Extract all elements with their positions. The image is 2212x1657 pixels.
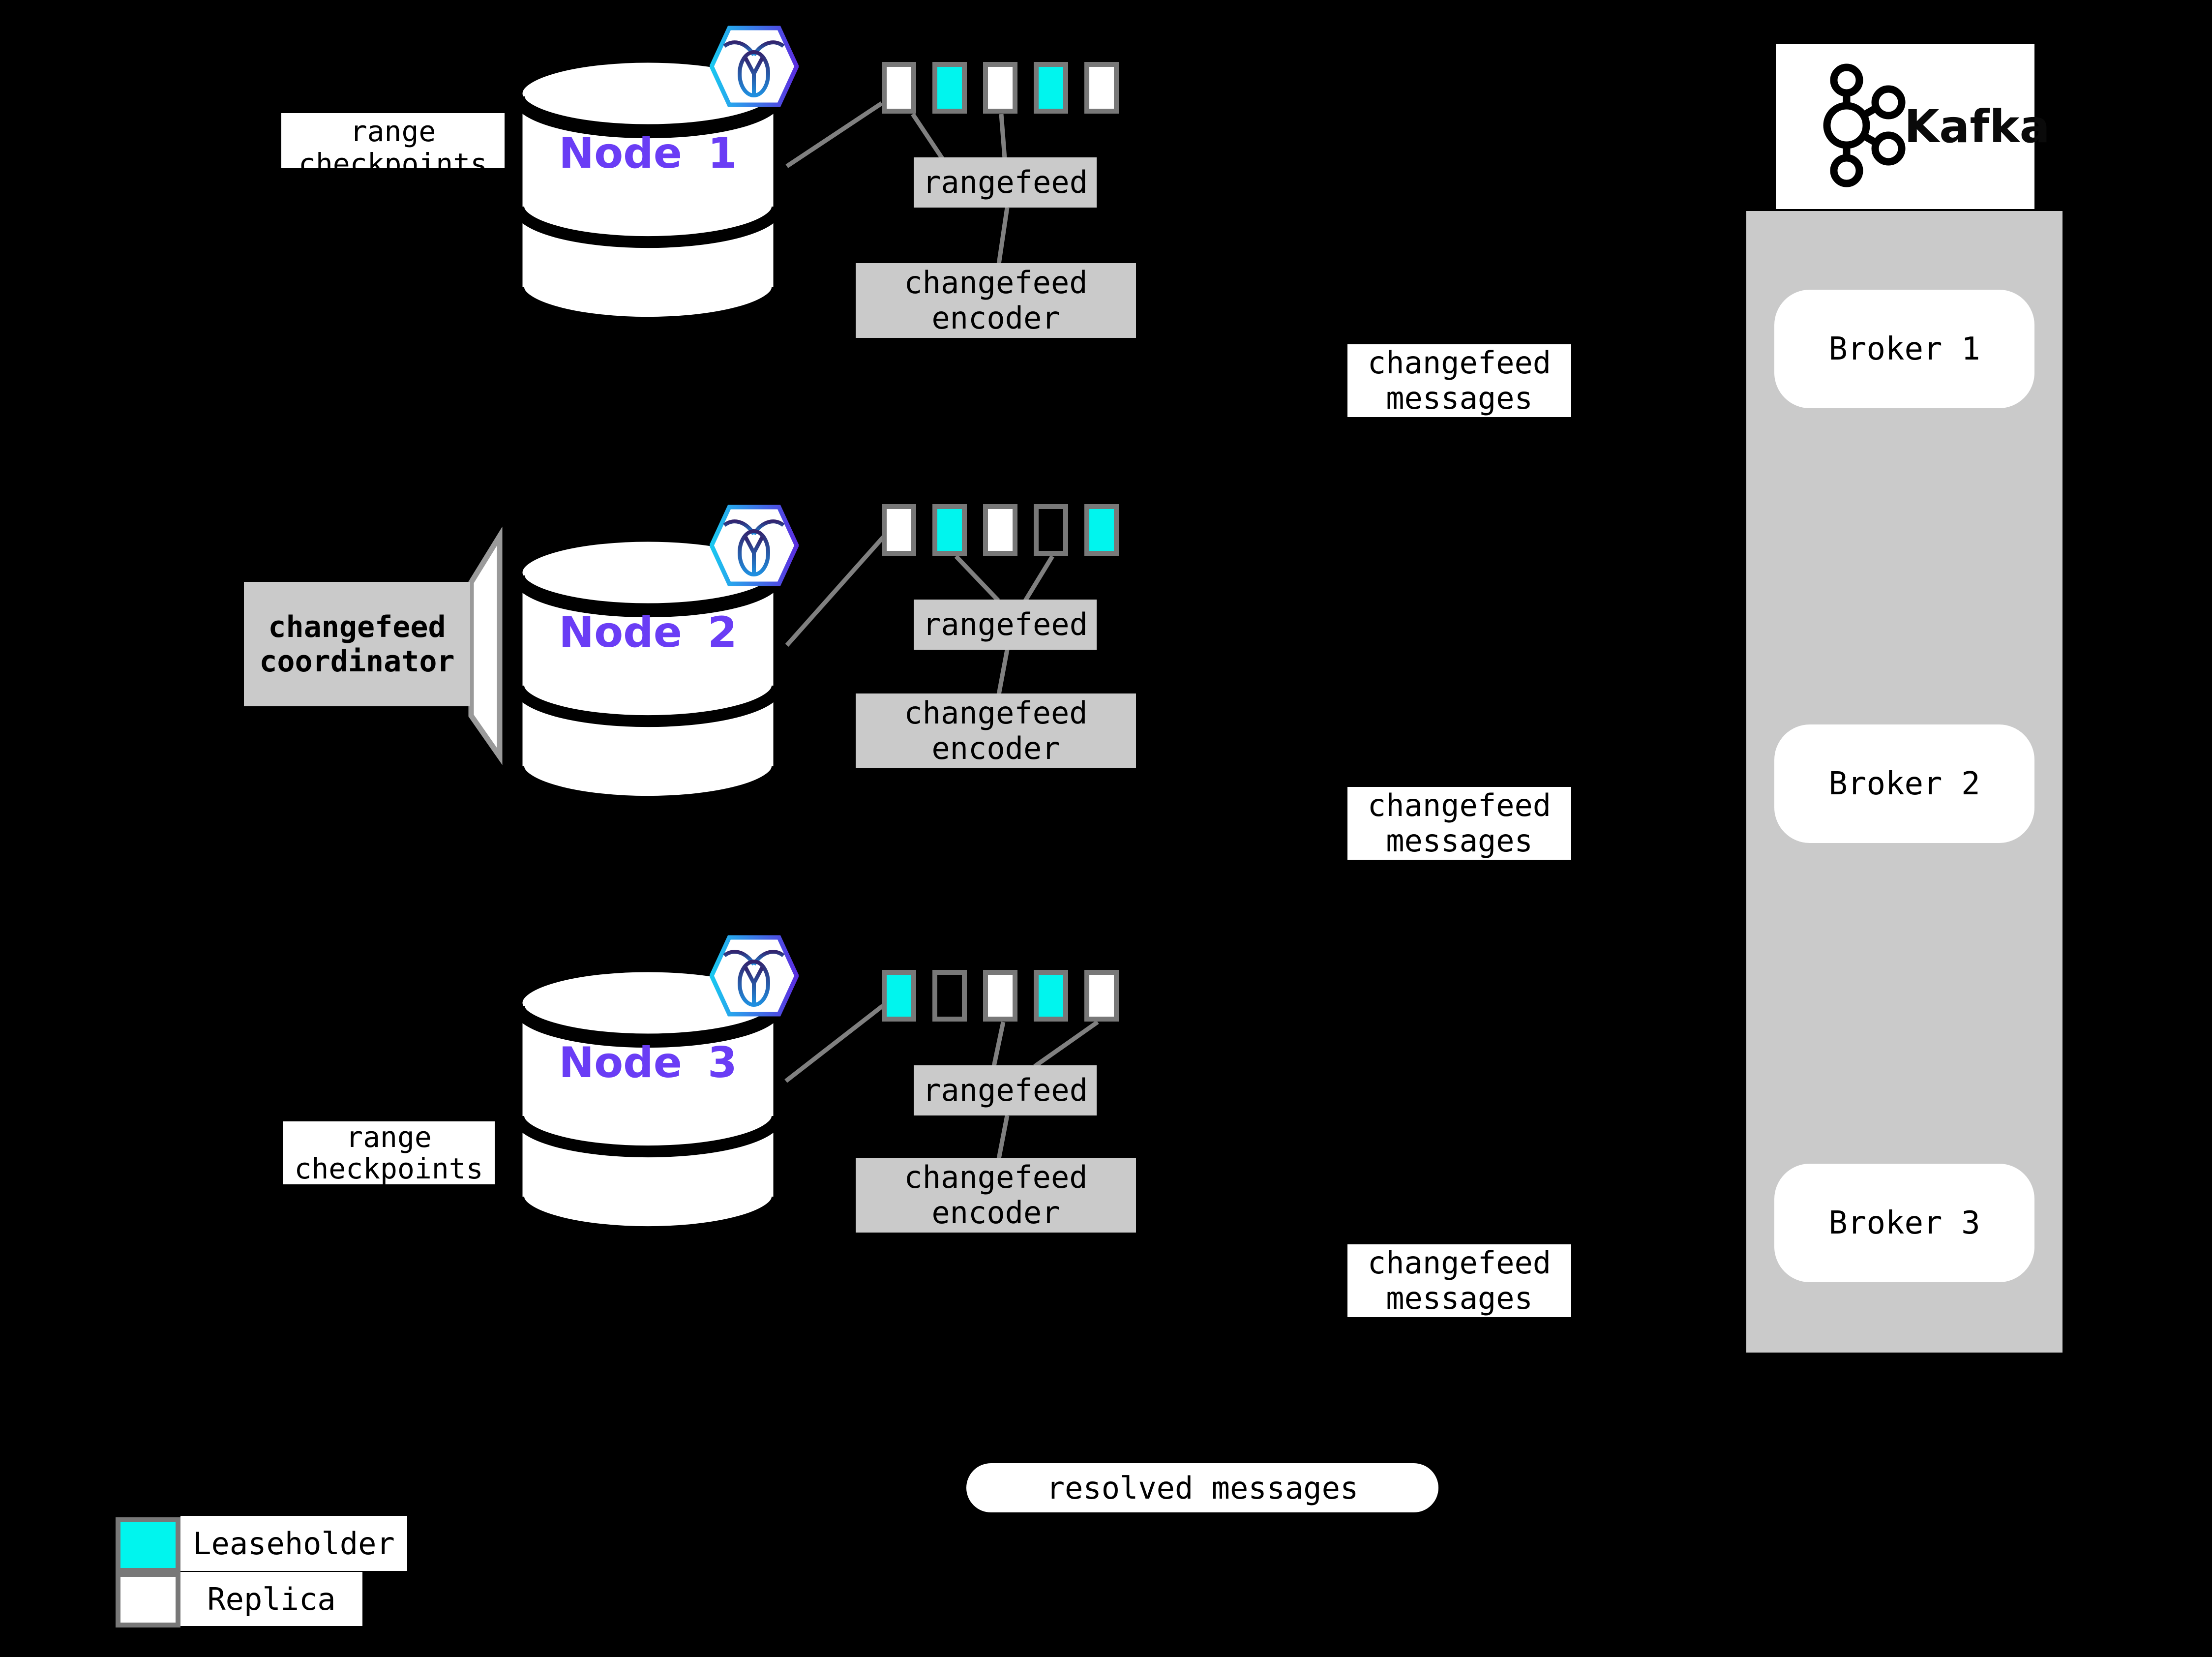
database-cylinder-icon <box>514 54 782 330</box>
legend-replica-label: Replica <box>180 1572 362 1626</box>
legend-leaseholder-label: Leaseholder <box>180 1516 407 1571</box>
range-square <box>983 504 1017 556</box>
kafka-broker: Broker 1 <box>1774 290 2034 408</box>
rangefeed-box: rangefeed <box>914 600 1097 650</box>
range-square <box>882 970 916 1022</box>
range-square <box>1084 504 1119 556</box>
coordinator-ribbon <box>468 526 503 765</box>
kafka-broker: Broker 2 <box>1774 724 2034 843</box>
range-square <box>1034 970 1068 1022</box>
rangefeed-box: rangefeed <box>914 1065 1097 1115</box>
range-square <box>932 62 967 114</box>
kafka-logo-icon <box>1823 63 1906 187</box>
range-square <box>1034 504 1068 556</box>
range-checkpoints-label-node3: range checkpoints <box>283 1121 495 1184</box>
changefeed-encoder-box: changefeed encoder <box>856 1158 1136 1233</box>
node-name: Node 3 <box>559 1038 737 1087</box>
range-square <box>1084 970 1119 1022</box>
range-square <box>882 62 916 114</box>
database-cylinder-icon <box>514 964 782 1239</box>
kafka-logo-box <box>1776 44 2034 209</box>
range-square <box>1034 62 1068 114</box>
range-square <box>932 504 967 556</box>
gray-connectors <box>784 101 1099 1159</box>
kafka-wordmark: Kafka <box>1904 100 2050 153</box>
range-square <box>1084 62 1119 114</box>
resolved-messages-pill: resolved messages <box>966 1463 1438 1512</box>
changefeed-coordinator-label: changefeed coordinator <box>244 582 470 706</box>
changefeed-encoder-box: changefeed encoder <box>856 693 1136 768</box>
range-square <box>983 970 1017 1022</box>
range-checkpoints-label-node1: range checkpoints <box>281 113 505 168</box>
changefeed-messages-label: changefeed messages <box>1347 1244 1571 1317</box>
range-square <box>882 504 916 556</box>
legend-replica-swatch <box>116 1572 180 1627</box>
database-cylinder-icon <box>514 533 782 809</box>
range-square <box>983 62 1017 114</box>
node-name: Node 2 <box>559 608 737 657</box>
node-name: Node 1 <box>559 129 737 178</box>
cockroachdb-logo-icon <box>710 26 799 107</box>
kafka-broker: Broker 3 <box>1774 1164 2034 1282</box>
changefeed-encoder-box: changefeed encoder <box>856 263 1136 338</box>
changefeed-messages-label: changefeed messages <box>1347 344 1571 417</box>
legend-leaseholder-swatch <box>116 1517 180 1573</box>
cockroachdb-logo-icon <box>710 935 799 1017</box>
range-square <box>932 970 967 1022</box>
cockroachdb-logo-icon <box>710 505 799 586</box>
changefeed-messages-label: changefeed messages <box>1347 787 1571 860</box>
rangefeed-box: rangefeed <box>914 157 1097 208</box>
